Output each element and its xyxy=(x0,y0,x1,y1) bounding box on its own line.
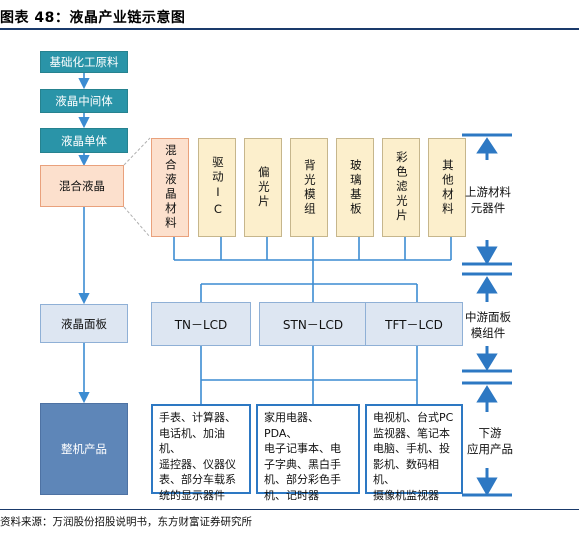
other-materials-label: 其他材料 xyxy=(440,158,455,217)
midstream-stage-label: 中游面板 模组件 xyxy=(465,310,511,340)
lc-panel-label: 液晶面板 xyxy=(61,316,107,331)
lc-monomer-box: 液晶单体 xyxy=(40,128,128,153)
stage-arrows xyxy=(462,133,512,497)
downstream-stage-label: 下游 应用产品 xyxy=(467,426,513,456)
backlight-module-box: 背光模组 xyxy=(290,138,328,237)
backlight-module-label: 背光模组 xyxy=(302,158,317,217)
lc-intermediate-label: 液晶中间体 xyxy=(55,94,113,108)
lc-monomer-label: 液晶单体 xyxy=(61,133,107,148)
source-rule xyxy=(0,509,579,510)
callout-lines xyxy=(123,137,151,238)
tn-lcd-label: TN－LCD xyxy=(174,317,228,332)
tft-lcd-box: TFT－LCD xyxy=(365,302,463,346)
tn-lcd-box: TN－LCD xyxy=(151,302,251,346)
mixed-lc-material-box: 混合液晶材料 xyxy=(151,138,189,237)
color-filter-box: 彩色滤光片 xyxy=(382,138,420,237)
lc-intermediate-box: 液晶中间体 xyxy=(40,89,128,113)
glass-substrate-box: 玻璃基板 xyxy=(336,138,374,237)
stn-lcd-box: STN－LCD xyxy=(259,302,367,346)
basic-chemicals-label: 基础化工原料 xyxy=(49,55,119,69)
tft-lcd-label: TFT－LCD xyxy=(385,317,443,332)
tn-products-box: 手表、计算器、 电话机、加油机、 遥控器、仪器仪 表、部分车载系 统的显示器件 xyxy=(151,404,251,502)
mixed-lc-box: 混合液晶 xyxy=(40,165,124,207)
mixed-lc-label: 混合液晶 xyxy=(59,179,105,193)
other-materials-box: 其他材料 xyxy=(428,138,466,237)
tft-products-box: 电视机、台式PC 监视器、笔记本 电脑、手机、投 影机、数码相机、 摄像机监视器 xyxy=(365,404,463,502)
figure-title: 图表 48：液晶产业链示意图 xyxy=(0,10,186,26)
tft-products-label: 电视机、台式PC 监视器、笔记本 电脑、手机、投 影机、数码相机、 摄像机监视器 xyxy=(373,411,454,502)
tn-products-label: 手表、计算器、 电话机、加油机、 遥控器、仪器仪 表、部分车载系 统的显示器件 xyxy=(159,411,236,502)
source-note: 资料来源：万润股份招股说明书，东方财富证券研究所 xyxy=(0,516,252,528)
polarizer-label: 偏光片 xyxy=(256,165,271,210)
final-product-label: 整机产品 xyxy=(61,442,107,456)
final-product-box: 整机产品 xyxy=(40,403,128,495)
driver-ic-label: 驱动IC xyxy=(210,156,225,219)
stn-products-label: 家用电器、PDA、 电子记事本、电 子字典、黑白手 机、部分彩色手 机、记时器 xyxy=(264,411,341,502)
upstream-stage-label: 上游材料 元器件 xyxy=(465,185,511,215)
lc-panel-box: 液晶面板 xyxy=(40,304,128,343)
title-rule xyxy=(0,28,579,30)
driver-ic-box: 驱动IC xyxy=(198,138,236,237)
mixed-lc-material-label: 混合液晶材料 xyxy=(163,144,178,231)
glass-substrate-label: 玻璃基板 xyxy=(348,158,363,217)
stn-lcd-label: STN－LCD xyxy=(282,317,344,332)
stn-products-box: 家用电器、PDA、 电子记事本、电 子字典、黑白手 机、部分彩色手 机、记时器 xyxy=(256,404,360,502)
color-filter-label: 彩色滤光片 xyxy=(394,151,409,224)
basic-chemicals-box: 基础化工原料 xyxy=(40,51,128,73)
polarizer-box: 偏光片 xyxy=(244,138,282,237)
